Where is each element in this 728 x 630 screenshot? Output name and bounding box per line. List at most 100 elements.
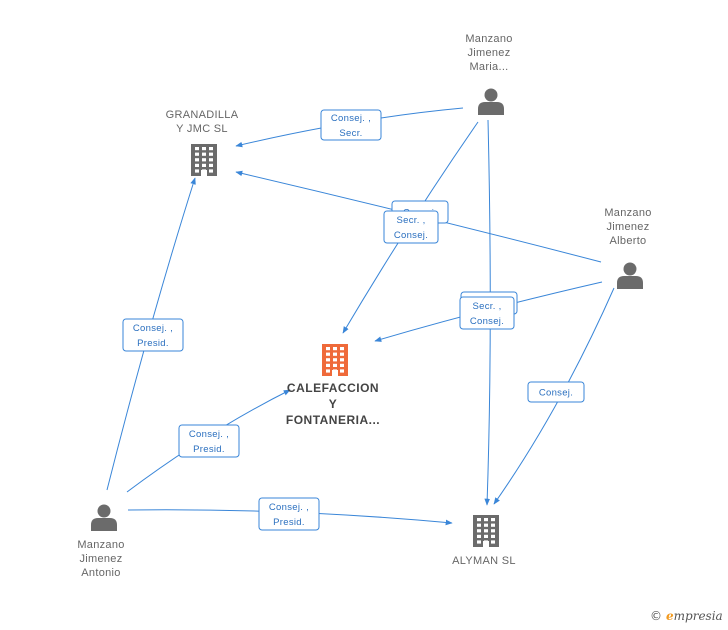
node-alyman[interactable]: ALYMAN SL xyxy=(452,515,516,567)
edge-label-text: Consej. xyxy=(394,230,428,241)
building-door xyxy=(332,370,338,376)
edge-label-antonio-calefaccion[interactable]: Consej. , Presid. xyxy=(178,424,240,458)
building-window xyxy=(484,518,488,522)
edge-label-box xyxy=(258,497,320,531)
node-label: Jimenez xyxy=(79,553,122,565)
person-icon xyxy=(478,88,504,115)
node-calefaccion[interactable]: CALEFACCION Y FONTANERIA... xyxy=(286,344,380,427)
edge-label-text: Secr. , xyxy=(472,301,501,312)
edge-labels-layer: Consej. , Secr. Consej. Secr. , Consej. Conse… xyxy=(122,109,585,531)
edge-label-text: Presid. xyxy=(193,444,225,455)
edge-label-maria-calefaccion[interactable]: Secr. ,Consej. xyxy=(383,210,439,244)
edge-label-box xyxy=(459,296,515,330)
edge-label-box xyxy=(320,109,382,141)
edge-alberto-alyman xyxy=(493,287,615,505)
building-window xyxy=(484,529,488,533)
edge-label-text: Presid. xyxy=(137,338,169,349)
building-icon xyxy=(191,144,217,176)
edge-label-antonio-alyman[interactable]: Consej. ,Presid. xyxy=(258,497,320,531)
person-head xyxy=(97,504,111,518)
node-label: Alberto xyxy=(610,235,647,247)
brand-watermark[interactable]: © empresia xyxy=(650,609,723,623)
edge-label-text: Consej. , xyxy=(133,323,173,334)
edge-label-box xyxy=(527,381,585,403)
building-window xyxy=(491,540,495,544)
building-window xyxy=(326,347,330,351)
person-body xyxy=(617,276,643,289)
nodes-layer: ManzanoJimenezMaria...ManzanoJimenezAlbe… xyxy=(77,33,651,579)
building-door xyxy=(201,170,207,176)
building-window xyxy=(477,540,481,544)
building-window xyxy=(195,163,199,167)
node-label: Manzano xyxy=(77,539,124,551)
edge-label-text: Consej. , xyxy=(269,502,309,513)
building-window xyxy=(491,529,495,533)
node-label: Maria... xyxy=(469,61,508,73)
node-label: Y JMC SL xyxy=(176,123,228,135)
building-window xyxy=(477,523,481,527)
person-body xyxy=(91,518,117,531)
node-label: Y xyxy=(329,397,338,411)
edge-label-antonio-granadilla[interactable]: Consej. , Presid. xyxy=(122,318,184,352)
building-window xyxy=(195,152,199,156)
brand-name: mpresia xyxy=(673,609,723,623)
building-window xyxy=(202,152,206,156)
edge-label-box xyxy=(122,318,184,352)
building-window xyxy=(491,523,495,527)
building-window xyxy=(484,534,488,538)
building-window xyxy=(209,158,213,162)
edges-layer xyxy=(106,107,615,526)
node-maria[interactable]: ManzanoJimenezMaria... xyxy=(465,33,512,115)
building-window xyxy=(209,147,213,151)
node-label: Jimenez xyxy=(606,221,649,233)
building-window xyxy=(340,369,344,373)
building-window xyxy=(340,352,344,356)
node-label: CALEFACCION xyxy=(287,381,379,395)
building-window xyxy=(202,158,206,162)
node-granadilla[interactable]: GRANADILLA Y JMC SL xyxy=(166,109,239,176)
building-window xyxy=(491,518,495,522)
edge-label-box xyxy=(178,424,240,458)
building-window xyxy=(195,169,199,173)
building-window xyxy=(326,358,330,362)
building-window xyxy=(491,534,495,538)
node-label: Manzano xyxy=(604,207,651,219)
node-label: ALYMAN SL xyxy=(452,555,516,567)
building-window xyxy=(340,363,344,367)
building-icon xyxy=(473,515,499,547)
building-window xyxy=(477,518,481,522)
building-window xyxy=(326,369,330,373)
node-label: GRANADILLA xyxy=(166,109,239,121)
person-icon xyxy=(91,504,117,531)
brand-initial: e xyxy=(666,609,674,623)
building-window xyxy=(333,358,337,362)
building-door xyxy=(483,541,489,547)
edge-label-maria-granadilla[interactable]: Consej. , Secr. xyxy=(320,109,382,141)
edge-label-alberto-alyman[interactable]: Consej. xyxy=(527,381,585,403)
edge-label-alberto-calefaccion[interactable]: Secr. , Consej. xyxy=(459,296,515,330)
copyright-icon: © xyxy=(650,609,662,623)
building-window xyxy=(202,163,206,167)
building-window xyxy=(340,347,344,351)
node-label: FONTANERIA... xyxy=(286,413,380,427)
edge-label-box xyxy=(383,210,439,244)
edge-label-text: Secr. xyxy=(339,128,362,139)
building-window xyxy=(195,158,199,162)
building-window xyxy=(195,147,199,151)
building-window xyxy=(209,163,213,167)
building-window xyxy=(326,363,330,367)
building-window xyxy=(333,352,337,356)
building-window xyxy=(477,534,481,538)
building-window xyxy=(209,169,213,173)
edge-label-text: Consej. , xyxy=(331,113,371,124)
building-icon xyxy=(322,344,348,376)
edge-label-text: Consej. xyxy=(539,388,573,399)
building-window xyxy=(326,352,330,356)
building-window xyxy=(477,529,481,533)
edge-label-text: Consej. xyxy=(470,316,504,327)
edge-label-text: Consej. , xyxy=(189,429,229,440)
person-head xyxy=(623,262,637,276)
